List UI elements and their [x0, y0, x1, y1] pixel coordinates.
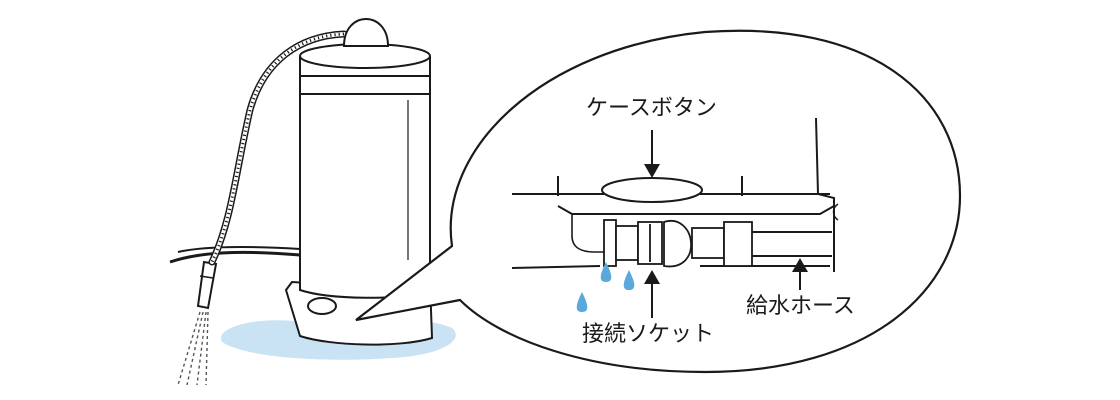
case-button [601, 177, 703, 203]
connection-socket [603, 219, 753, 268]
shower-head-icon [177, 260, 218, 386]
case-button-label: ケースボタン [586, 96, 717, 121]
power-cord [169, 246, 301, 264]
water-drop-icon [576, 262, 635, 312]
connection-socket-label: 接続ソケット [582, 322, 715, 347]
supply-hose-label: 給水ホース [746, 294, 855, 319]
flexible-hose [208, 30, 348, 266]
zoom-detail [511, 117, 839, 318]
